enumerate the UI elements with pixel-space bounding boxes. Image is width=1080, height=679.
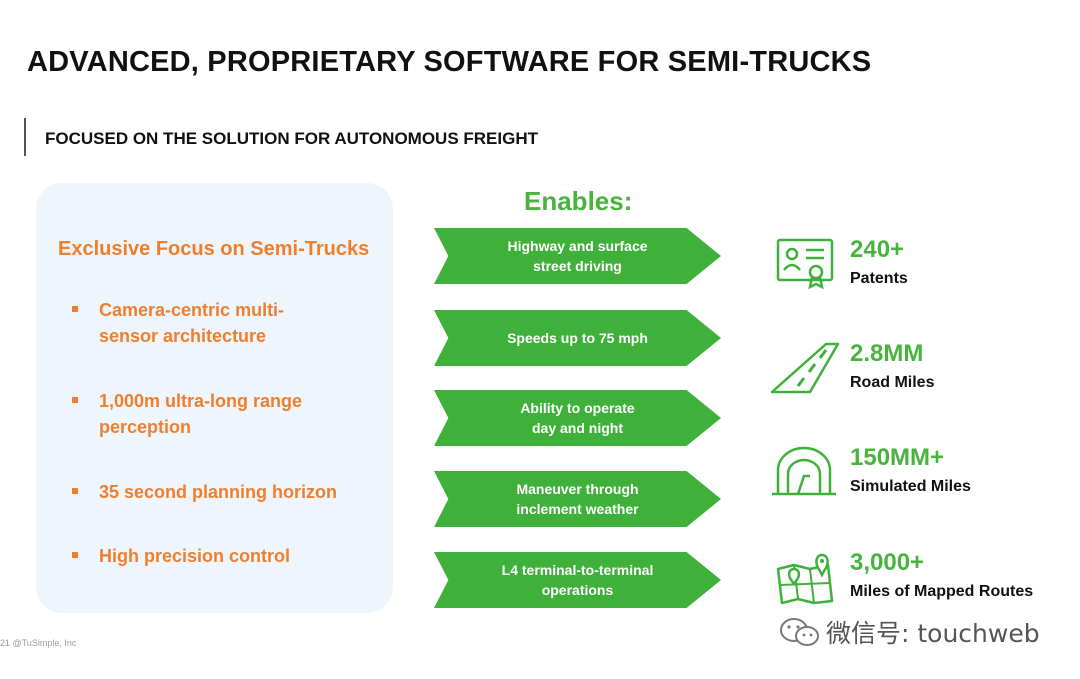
stat-label: Patents [850, 270, 908, 287]
bullet-square-icon [72, 488, 78, 494]
stat-mapped-routes: 3,000+ Miles of Mapped Routes [770, 549, 1070, 613]
stat-label: Miles of Mapped Routes [850, 583, 1034, 600]
focus-bullet: High precision control [72, 543, 372, 569]
bullet-square-icon [72, 306, 78, 312]
focus-bullet-text: High precision control [99, 546, 291, 566]
focus-bullet-text: 35 second planning horizon [99, 482, 338, 502]
enables-arrow: L4 terminal-to-terminal operations [434, 552, 721, 608]
enables-arrow-text: Speeds up to 75 mph [507, 330, 648, 346]
stat-simulated-miles: 150MM+ Simulated Miles [770, 444, 1070, 508]
enables-arrow-text: L4 terminal-to-terminal operations [501, 562, 654, 598]
enables-arrow: Highway and surface street driving [434, 228, 721, 284]
focus-bullet-text: Camera-centric multi-sensor architecture [99, 300, 285, 346]
enables-arrow: Maneuver through inclement weather [434, 471, 721, 527]
certificate-icon [776, 238, 834, 290]
wechat-icon [780, 618, 819, 646]
enables-arrow: Speeds up to 75 mph [434, 310, 721, 366]
focus-bullet: 35 second planning horizon [72, 479, 372, 505]
enables-heading: Enables: [524, 186, 633, 216]
stat-label: Road Miles [850, 374, 935, 391]
focus-bullet: Camera-centric multi-sensor architecture [72, 297, 372, 349]
stat-value: 150MM+ [850, 444, 945, 471]
stat-value: 240+ [850, 236, 905, 263]
enables-arrow-text: Maneuver through inclement weather [516, 481, 639, 517]
stat-value: 2.8MM [850, 340, 924, 367]
focus-bullet: 1,000m ultra-long range perception [72, 388, 372, 440]
subtitle-divider [24, 118, 26, 156]
enables-arrow-text: Highway and surface street driving [507, 238, 648, 274]
wechat-watermark: 微信号: touchweb [778, 614, 1040, 650]
tunnel-icon [772, 446, 836, 496]
bullet-square-icon [72, 397, 78, 403]
copyright: 21 @TuSimple, Inc [0, 638, 77, 648]
enables-arrow: Ability to operate day and night [434, 390, 721, 446]
slide-subtitle: FOCUSED ON THE SOLUTION FOR AUTONOMOUS F… [45, 129, 538, 148]
stat-road-miles: 2.8MM Road Miles [770, 340, 1070, 404]
watermark-text: 微信号: touchweb [826, 619, 1040, 648]
focus-panel: Exclusive Focus on Semi-Trucks Camera-ce… [36, 183, 393, 613]
map-pin-icon [776, 553, 834, 605]
stat-value: 3,000+ [850, 549, 925, 576]
stat-patents: 240+ Patents [770, 236, 1070, 300]
stat-label: Simulated Miles [850, 478, 971, 495]
road-icon [770, 342, 840, 394]
enables-arrow-text: Ability to operate day and night [520, 400, 635, 436]
focus-heading: Exclusive Focus on Semi-Trucks [58, 238, 370, 260]
bullet-square-icon [72, 552, 78, 558]
focus-bullet-text: 1,000m ultra-long range perception [99, 391, 303, 437]
slide-title: ADVANCED, PROPRIETARY SOFTWARE FOR SEMI-… [27, 46, 872, 78]
